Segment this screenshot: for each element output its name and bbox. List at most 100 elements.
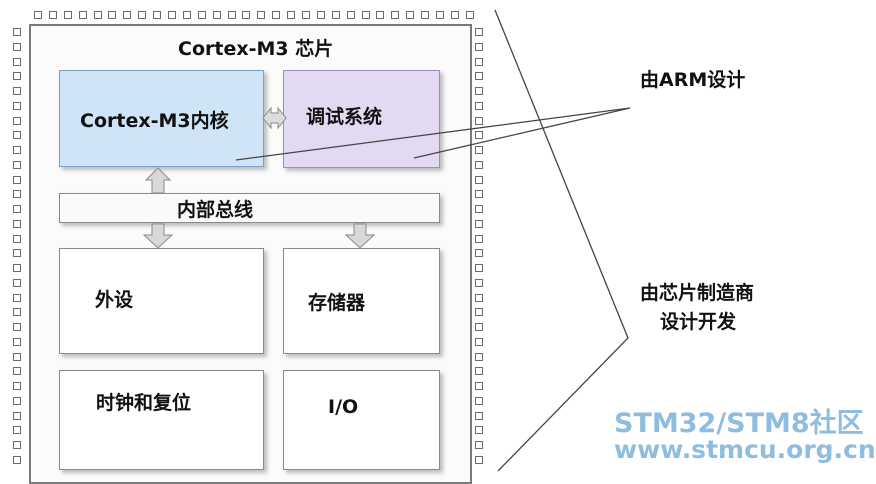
chip-pin — [346, 11, 355, 19]
io-block — [283, 370, 440, 470]
chip-pin — [93, 11, 102, 19]
chip-pin — [13, 28, 21, 36]
chip-pin — [475, 308, 483, 317]
core-label: Cortex-M3内核 — [80, 110, 229, 132]
chip-title: Cortex-M3 芯片 — [178, 38, 334, 60]
chip-pin — [13, 234, 21, 243]
chip-pin — [465, 11, 474, 19]
chip-pin — [242, 11, 251, 19]
chip-pin — [475, 234, 483, 243]
chip-pins-right — [475, 28, 483, 464]
chip-pin — [13, 367, 21, 376]
chip-pin — [475, 337, 483, 346]
chip-pin — [13, 308, 21, 317]
chip-pin — [13, 205, 21, 213]
chip-pin — [361, 11, 370, 19]
chip-pin — [13, 146, 21, 154]
chip-pin — [475, 352, 483, 361]
bus-memory-arrow — [344, 223, 376, 249]
chip-pin — [48, 11, 57, 19]
core-debug-double-arrow — [262, 106, 287, 130]
chip-pins-top — [34, 11, 474, 19]
chip-pin — [287, 11, 296, 19]
chip-pin — [475, 87, 483, 95]
bus-label: 内部总线 — [177, 199, 254, 221]
chip-pin — [475, 160, 483, 169]
chip-pin — [138, 11, 147, 19]
chip-pin — [13, 87, 21, 95]
internal-bus-block — [59, 193, 440, 223]
arm-design-label: 由ARM设计 — [640, 69, 746, 91]
chip-pin — [13, 160, 21, 169]
chip-pin — [302, 11, 311, 19]
chip-pin — [316, 11, 325, 19]
chip-pin — [475, 441, 483, 449]
chip-pin — [13, 190, 21, 199]
chip-pin — [475, 367, 483, 376]
chip-pin — [13, 411, 21, 420]
chip-pin — [13, 72, 21, 81]
periph-label: 外设 — [95, 289, 134, 311]
chip-pin — [227, 11, 236, 19]
chip-pin — [376, 11, 385, 19]
chip-pin — [13, 426, 21, 435]
chip-pin — [182, 11, 191, 19]
chip-pin — [34, 11, 42, 19]
chip-pin — [475, 175, 483, 184]
chip-pin — [475, 396, 483, 405]
vendor-bracket — [494, 9, 629, 472]
memory-label: 存储器 — [308, 292, 366, 314]
bus-periph-arrow — [142, 223, 174, 249]
chip-pin — [13, 57, 21, 66]
chip-pin — [391, 11, 400, 19]
peripherals-block — [59, 248, 264, 354]
chip-pin — [475, 42, 483, 51]
core-block — [59, 70, 264, 167]
chip-pin — [123, 11, 132, 19]
chip-pin — [475, 426, 483, 435]
chip-pin — [475, 323, 483, 331]
chip-pin — [450, 11, 459, 19]
chip-pin — [13, 323, 21, 331]
chip-pin — [153, 11, 162, 19]
vendor-label-line1: 由芯片制造商 — [640, 282, 755, 304]
chip-pin — [13, 131, 21, 140]
chip-pin — [168, 11, 177, 19]
chip-pin — [475, 190, 483, 199]
chip-pin — [272, 11, 281, 19]
chip-pin — [475, 278, 483, 287]
chip-pin — [197, 11, 206, 19]
core-bus-arrow — [144, 167, 172, 194]
chip-pin — [13, 264, 21, 272]
chip-pin — [13, 278, 21, 287]
chip-pins-left — [13, 28, 21, 464]
chip-pin — [13, 396, 21, 405]
chip-pin — [475, 455, 483, 464]
chip-pin — [13, 219, 21, 228]
debug-label: 调试系统 — [306, 106, 383, 128]
diagram-overlay — [142, 9, 631, 472]
chip-pin — [13, 249, 21, 258]
chip-pin — [475, 101, 483, 110]
chip-pin — [257, 11, 266, 19]
chip-pin — [436, 11, 445, 19]
arm-pointer-lines — [235, 107, 631, 161]
chip-pin — [108, 11, 117, 19]
chip-pin — [475, 411, 483, 420]
memory-block — [283, 248, 440, 354]
chip-pin — [78, 11, 87, 19]
chip-pin — [475, 131, 483, 140]
chip-pin — [475, 146, 483, 154]
chip-pin — [13, 101, 21, 110]
clock-reset-block — [59, 370, 264, 470]
chip-pin — [13, 352, 21, 361]
chip-pin — [13, 116, 21, 125]
chip-pin — [13, 42, 21, 51]
chip-pin — [13, 337, 21, 346]
chip-pin — [475, 72, 483, 81]
chip-pin — [13, 455, 21, 464]
chip-pin — [475, 219, 483, 228]
watermark-line1: STM32/STM8社区 — [614, 408, 864, 439]
chip-pin — [475, 249, 483, 258]
chip-pin — [13, 175, 21, 184]
